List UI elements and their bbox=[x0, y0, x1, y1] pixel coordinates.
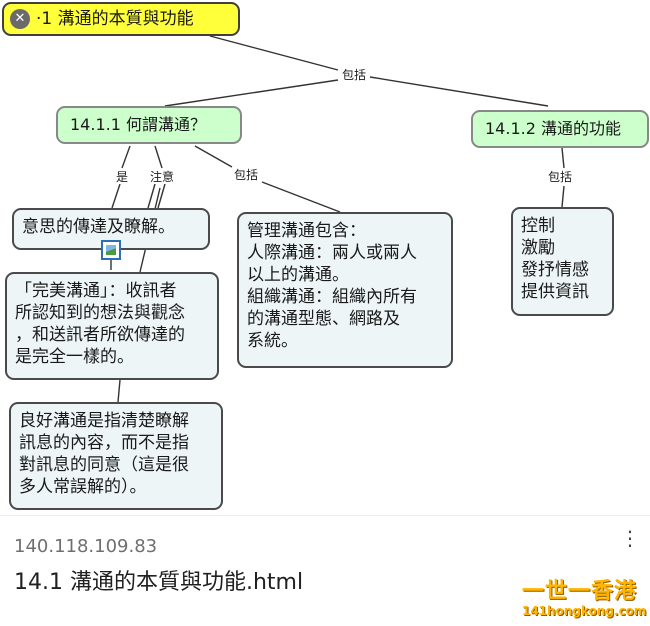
link-label-includes-1: 包括 bbox=[232, 168, 261, 182]
concept-node-functions[interactable]: 控制 激勵 發抒情感 提供資訊 bbox=[511, 207, 614, 316]
watermark-line1: 一世一香港 bbox=[522, 579, 638, 604]
link-label-note: 注意 bbox=[148, 170, 177, 184]
image-attachment-icon[interactable] bbox=[101, 240, 121, 260]
watermark-logo: 一世一香港 141hongkong.com bbox=[522, 580, 646, 622]
root-concept-node[interactable]: ✕ ·1 溝通的本質與功能 bbox=[2, 2, 240, 36]
link-label-includes-2: 包括 bbox=[546, 170, 575, 184]
concept-node-1412[interactable]: 14.1.2 溝通的功能 bbox=[471, 110, 649, 148]
concept-node-1411[interactable]: 14.1.1 何謂溝通？ bbox=[56, 106, 242, 144]
page-title[interactable]: 14.1 溝通的本質與功能.html bbox=[14, 570, 304, 595]
close-circle-icon[interactable]: ✕ bbox=[10, 9, 30, 29]
page-url[interactable]: 140.118.109.83 bbox=[14, 536, 158, 557]
link-label-is: 是 bbox=[114, 170, 131, 184]
concept-node-management-communication[interactable]: 管理溝通包含： 人際溝通：兩人或兩人 以上的溝通。 組織溝通：組織內所有 的溝通… bbox=[237, 212, 453, 368]
concept-node-good-communication[interactable]: 良好溝通是指清楚瞭解 訊息的內容，而不是指 對訊息的同意（這是很 多人常誤解的）… bbox=[9, 402, 223, 510]
watermark-line2: 141hongkong.com bbox=[522, 604, 647, 618]
link-label-root-includes: 包括 bbox=[340, 68, 369, 82]
connection-lines bbox=[110, 35, 565, 403]
page-info-footer: 140.118.109.83 14.1 溝通的本質與功能.html ⋮ 一世一香… bbox=[0, 515, 650, 626]
concept-map: ✕ ·1 溝通的本質與功能 包括 是 注意 包括 包括 14.1.1 何謂溝通？… bbox=[2, 2, 649, 510]
concept-node-perfect-communication[interactable]: 「完美溝通」：收訊者 所認知到的想法與觀念 ，和送訊者所欲傳達的 是完全一樣的。 bbox=[5, 272, 219, 380]
root-concept-title: ·1 溝通的本質與功能 bbox=[36, 9, 194, 29]
vertical-dots-icon[interactable]: ⋮ bbox=[620, 526, 640, 550]
